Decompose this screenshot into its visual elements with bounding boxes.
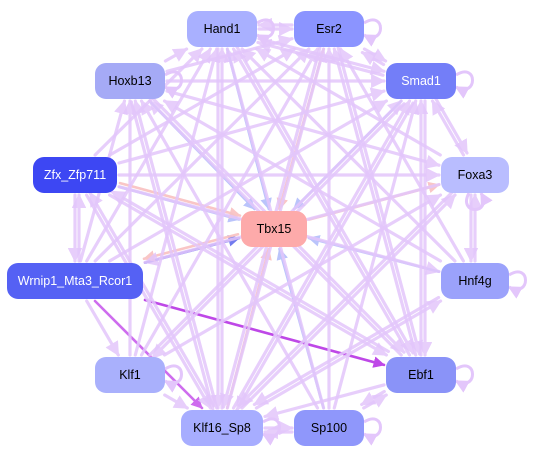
node-box xyxy=(181,410,263,446)
edge-smad1-to-esr2 xyxy=(360,50,386,67)
node-label: Smad1 xyxy=(401,74,441,88)
self-loop-esr2 xyxy=(362,18,382,47)
node-sp100[interactable]: Sp100 xyxy=(294,410,364,446)
self-loop-foxa3 xyxy=(465,191,493,211)
edge-hoxb13-to-hand1 xyxy=(163,47,189,63)
self-loop-sp100 xyxy=(362,417,382,446)
node-box xyxy=(187,11,257,47)
edge-hnf4g-to-hoxb13 xyxy=(162,99,443,263)
edge-foxa3-to-smad1 xyxy=(430,99,466,157)
node-klf1[interactable]: Klf1 xyxy=(95,357,165,393)
edge-hoxb13-to-klf16 xyxy=(129,100,217,411)
node-label: Hnf4g xyxy=(458,274,491,288)
node-box xyxy=(294,410,364,446)
edge-klf16-to-smad1 xyxy=(231,99,412,410)
self-loop-klf16 xyxy=(261,417,281,446)
node-zfx[interactable]: Zfx_Zfp711 xyxy=(33,157,117,193)
node-box xyxy=(386,63,456,99)
node-esr2[interactable]: Esr2 xyxy=(294,11,364,47)
node-box xyxy=(294,11,364,47)
node-box xyxy=(33,157,117,193)
node-label: Tbx15 xyxy=(257,222,292,236)
node-box xyxy=(95,63,165,99)
edge-ebf1-to-hand1 xyxy=(231,47,412,357)
node-hoxb13[interactable]: Hoxb13 xyxy=(95,63,165,99)
edge-klf1-to-klf16 xyxy=(163,393,189,410)
node-smad1[interactable]: Smad1 xyxy=(386,63,456,99)
edges-layer xyxy=(67,17,483,440)
node-box xyxy=(441,157,509,193)
edge-hoxb13-to-foxa3 xyxy=(165,89,441,169)
node-tbx15[interactable]: Tbx15 xyxy=(241,211,307,247)
edge-zfx-to-tbx15 xyxy=(118,181,242,219)
node-label: Esr2 xyxy=(316,22,342,36)
edge-klf1-to-foxa3 xyxy=(162,193,443,357)
node-wrnip1[interactable]: Wrnip1_Mta3_Rcor1 xyxy=(7,263,143,299)
edge-smad1-to-klf16 xyxy=(235,101,415,412)
node-klf16[interactable]: Klf16_Sp8 xyxy=(181,410,263,446)
self-loop-ebf1 xyxy=(454,364,474,393)
node-label: Hoxb13 xyxy=(108,74,151,88)
node-label: Klf16_Sp8 xyxy=(193,421,251,435)
node-hand1[interactable]: Hand1 xyxy=(187,11,257,47)
node-box xyxy=(241,211,307,247)
edge-wrnip1-to-smad1 xyxy=(107,99,388,263)
edge-zfx-to-smad1 xyxy=(117,87,386,165)
node-foxa3[interactable]: Foxa3 xyxy=(441,157,509,193)
edge-ebf1-to-sp100 xyxy=(360,389,386,407)
node-box xyxy=(441,263,509,299)
node-ebf1[interactable]: Ebf1 xyxy=(386,357,456,393)
node-label: Ebf1 xyxy=(408,368,434,382)
node-box xyxy=(7,263,143,299)
edge-klf16-to-zfx xyxy=(88,191,216,408)
node-label: Klf1 xyxy=(119,368,141,382)
self-loop-smad1 xyxy=(454,70,474,99)
node-label: Wrnip1_Mta3_Rcor1 xyxy=(18,274,132,288)
node-box xyxy=(386,357,456,393)
edge-ebf1-to-klf16 xyxy=(263,383,386,421)
self-loop-hnf4g xyxy=(507,270,527,299)
node-label: Hand1 xyxy=(204,22,241,36)
self-loop-hoxb13 xyxy=(163,70,183,99)
edge-foxa3-to-hand1 xyxy=(255,47,442,157)
edge-foxa3-to-klf16 xyxy=(237,190,454,407)
node-box xyxy=(95,357,165,393)
node-label: Foxa3 xyxy=(458,168,493,182)
edge-zfx-to-ebf1 xyxy=(107,193,388,357)
node-label: Zfx_Zfp711 xyxy=(44,168,106,182)
edge-wrnip1-to-klf1 xyxy=(85,299,120,357)
edge-smad1-to-foxa3 xyxy=(434,97,469,155)
self-loop-klf1 xyxy=(163,364,183,393)
edge-klf1-to-esr2 xyxy=(139,47,320,357)
self-loops-layer xyxy=(163,18,527,446)
edge-esr2-to-ebf1 xyxy=(336,46,424,356)
self-loop-hand1 xyxy=(255,18,275,47)
node-hnf4g[interactable]: Hnf4g xyxy=(441,263,509,299)
edge-ebf1-to-zfx xyxy=(109,189,390,354)
node-label: Sp100 xyxy=(311,421,347,435)
edge-hand1-to-ebf1 xyxy=(235,45,415,355)
